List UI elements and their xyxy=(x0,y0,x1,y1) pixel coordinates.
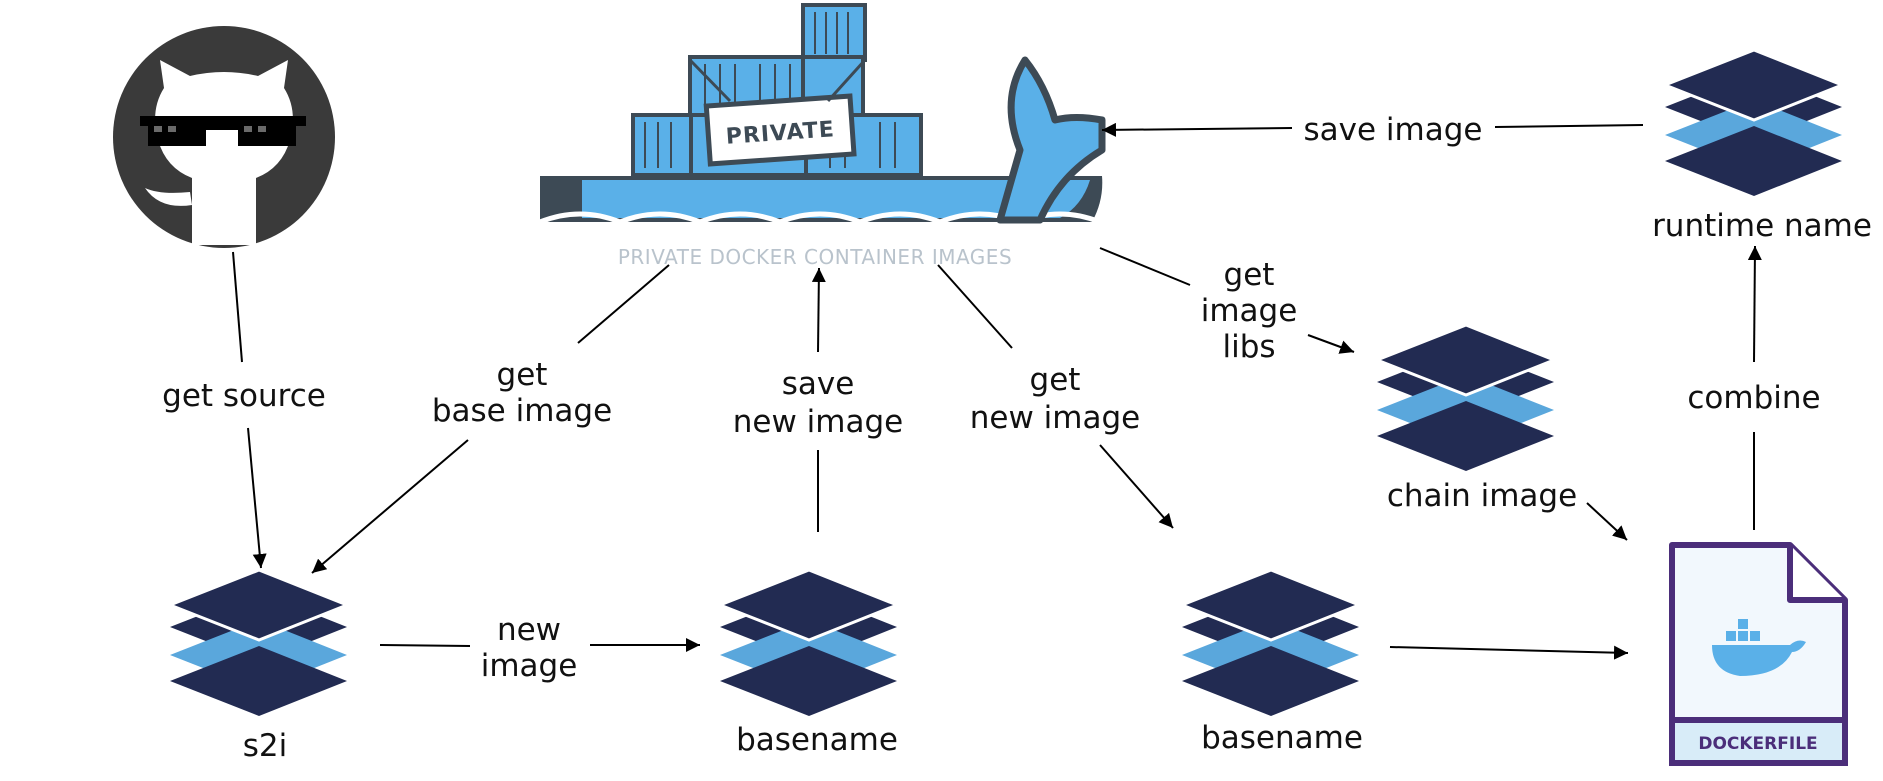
dockerfile-caption: DOCKERFILE xyxy=(1698,734,1817,754)
edge-save-new-image: save new image xyxy=(733,267,904,532)
edge-label: new image xyxy=(970,400,1141,436)
edge-label: base image xyxy=(432,393,612,429)
github-octocat-icon xyxy=(113,26,335,248)
s2i-label: s2i xyxy=(243,728,288,764)
registry-caption: PRIVATE DOCKER CONTAINER IMAGES xyxy=(618,245,1012,269)
edge-label: get xyxy=(1224,257,1275,293)
basename-label: basename xyxy=(1201,720,1363,756)
edge-new-image: new image xyxy=(379,612,700,684)
edge-label: image xyxy=(1201,293,1298,329)
edge-save-image: save image xyxy=(1101,112,1644,148)
docker-whale-registry-icon: PRIVATE xyxy=(539,3,1106,225)
basename-label: basename xyxy=(736,722,898,758)
edge-label: get xyxy=(497,357,548,393)
edge-label: get xyxy=(1030,362,1081,398)
edge-label: save image xyxy=(1304,112,1483,148)
image-layers-icon xyxy=(1375,323,1556,473)
image-layers-icon xyxy=(718,568,899,718)
edge-label: save xyxy=(782,366,855,402)
edge-get-image-libs: get image libs xyxy=(1099,247,1355,365)
edge-get-base-image: get base image xyxy=(311,264,670,574)
edge-get-new-image: get new image xyxy=(937,264,1174,529)
edge-label: new image xyxy=(733,404,904,440)
edge-combine: combine xyxy=(1687,245,1821,530)
edge-label: libs xyxy=(1222,329,1275,365)
image-layers-icon xyxy=(168,568,349,718)
edge-label: image xyxy=(481,648,578,684)
runtime-name-label: runtime name xyxy=(1652,208,1872,244)
edge-label: get source xyxy=(162,378,326,414)
chain-image-label: chain image xyxy=(1387,478,1577,514)
edge-basename-to-dockerfile xyxy=(1389,645,1629,660)
edge-label: new xyxy=(497,612,561,648)
edge-get-source: get source xyxy=(162,251,326,569)
edge-chain-to-dockerfile xyxy=(1586,502,1628,541)
edge-label: combine xyxy=(1687,380,1820,416)
image-layers-icon xyxy=(1663,48,1844,198)
dockerfile-icon: DOCKERFILE xyxy=(1669,542,1848,766)
image-layers-icon xyxy=(1180,568,1361,718)
